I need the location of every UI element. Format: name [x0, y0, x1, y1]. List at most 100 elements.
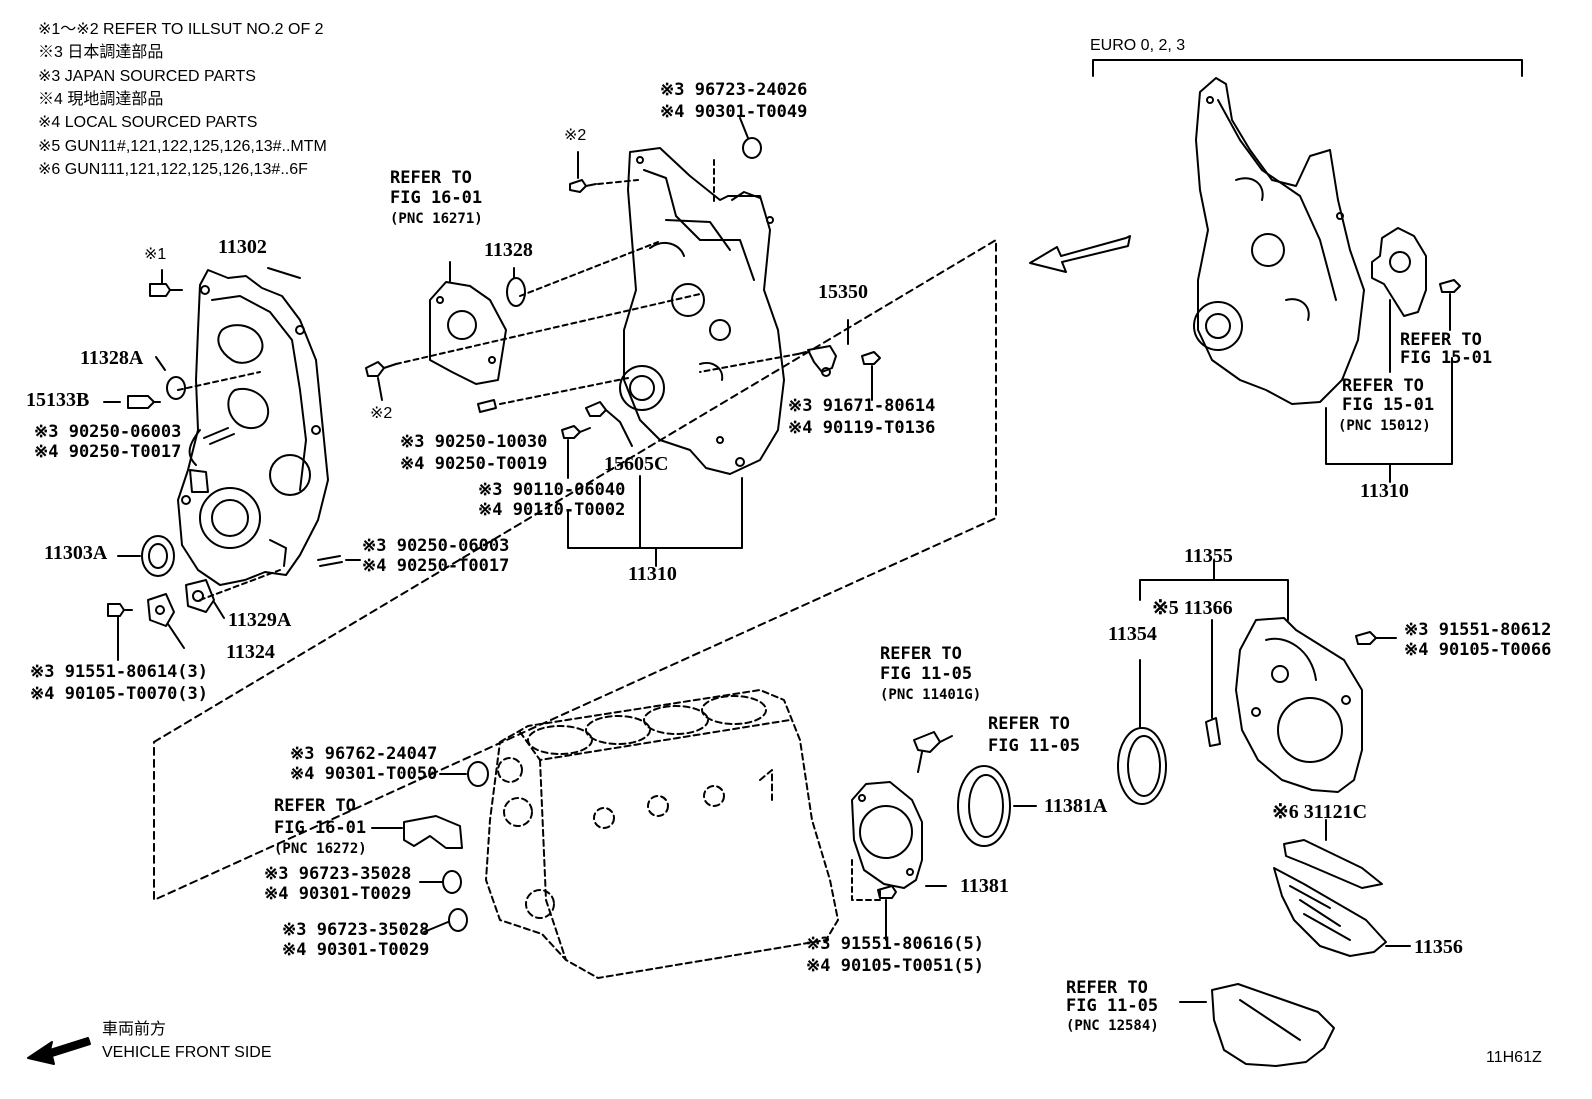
part-11354[interactable]: 11354	[1108, 623, 1157, 645]
note-line-1: ※1～※2 REFER TO ILLSUT NO.2 OF 2	[38, 21, 324, 38]
oring-96723-24026-drawing	[742, 137, 762, 159]
oil-pan-drawing	[1211, 983, 1335, 1067]
part-31121c[interactable]: ※6 31121C	[1272, 801, 1368, 823]
bolt-pump-drawing	[1439, 279, 1461, 331]
part-11329a[interactable]: 11329A	[228, 609, 292, 631]
bolt-91551-80614-drawing	[107, 603, 133, 661]
refer-15-01-a-line1: REFER TO	[1400, 330, 1482, 350]
part-11366[interactable]: ※5 11366	[1152, 597, 1233, 619]
part-96762-24047[interactable]: ※3 96762-24047	[290, 744, 438, 764]
refer-16-01-pnc: (PNC 16271)	[390, 211, 483, 227]
refer-16-01-line2[interactable]: FIG 16-01	[390, 188, 483, 208]
part-96723-35028-a[interactable]: ※3 96723-35028	[264, 864, 412, 884]
part-11310-mid[interactable]: 11310	[628, 563, 677, 585]
oring-11328-drawing	[506, 277, 526, 307]
refer-16-01-b-line1: REFER TO	[274, 796, 356, 816]
part-11302[interactable]: 11302	[218, 236, 267, 258]
part-96723-24026[interactable]: ※3 96723-24026	[660, 80, 808, 100]
baffle-11356-drawing	[1273, 867, 1387, 957]
oring-96723-35028-b-drawing	[448, 908, 468, 932]
part-91551-80612[interactable]: ※3 91551-80612	[1404, 620, 1552, 640]
part-90250-06003-r[interactable]: ※3 90250-06003	[362, 536, 510, 556]
gasket-11329a-drawing	[185, 579, 215, 613]
part-11324[interactable]: 11324	[226, 641, 275, 663]
note-line-2: ※3 日本調達部品	[38, 44, 164, 61]
refer-11-05-a-line2[interactable]: FIG 11-05	[880, 664, 973, 684]
part-15350[interactable]: 15350	[818, 281, 868, 303]
part-11355[interactable]: 11355	[1184, 545, 1233, 567]
part-91671-80614[interactable]: ※3 91671-80614	[788, 396, 936, 416]
part-11303a[interactable]: 11303A	[44, 542, 108, 564]
seal-11303a-drawing	[141, 535, 175, 577]
note-line-4: ※4 現地調達部品	[38, 91, 164, 108]
dowel-drawing	[477, 399, 497, 413]
part-90105-t0051[interactable]: ※4 90105-T0051(5)	[806, 956, 985, 976]
retainer-11381-drawing	[851, 781, 923, 889]
part-15605c[interactable]: 15605C	[604, 453, 669, 475]
bolt-1-drawing	[149, 269, 183, 297]
footer-jp: 車両前方	[102, 1021, 167, 1038]
plug-15133b-drawing	[127, 395, 161, 409]
bolt-91551-80612-drawing	[1355, 631, 1397, 645]
part-96723-35028-b[interactable]: ※3 96723-35028	[282, 920, 430, 940]
oring-96723-35028-a-drawing	[442, 870, 462, 894]
part-90250-06003-l[interactable]: ※3 90250-06003	[34, 422, 182, 442]
part-11328[interactable]: 11328	[484, 239, 533, 261]
direction-arrow-icon	[1029, 235, 1131, 273]
refer-15-01-b-line2[interactable]: FIG 15-01	[1342, 395, 1435, 415]
part-90250-10030[interactable]: ※3 90250-10030	[400, 432, 548, 452]
part-90110-t0002[interactable]: ※4 90110-T0002	[478, 500, 626, 520]
note-line-6: ※5 GUN11#,121,122,125,126,13#..MTM	[38, 138, 327, 155]
oring-96762-drawing	[467, 761, 489, 787]
part-90105-t0070[interactable]: ※4 90105-T0070(3)	[30, 684, 209, 704]
part-90250-t0017-l[interactable]: ※4 90250-T0017	[34, 442, 182, 462]
plate-31121c-drawing	[1283, 839, 1383, 889]
part-11310-right[interactable]: 11310	[1360, 480, 1409, 502]
plate-11324-drawing	[147, 593, 175, 627]
refer-15-01-b-pnc: (PNC 15012)	[1338, 418, 1431, 434]
part-90301-t0029-b[interactable]: ※4 90301-T0029	[282, 940, 430, 960]
stud-15605c-drawing	[585, 401, 633, 447]
figure-code: 11H61Z	[1486, 1049, 1542, 1066]
refer-11-05-b-line1: REFER TO	[988, 714, 1070, 734]
part-90105-t0066[interactable]: ※4 90105-T0066	[1404, 640, 1552, 660]
part-90110-06040[interactable]: ※3 90110-06040	[478, 480, 626, 500]
part-90119-t0136[interactable]: ※4 90119-T0136	[788, 418, 936, 438]
note-line-7: ※6 GUN111,121,122,125,126,13#..6F	[38, 161, 308, 178]
timing-cover-drawing	[177, 269, 329, 586]
part-11381[interactable]: 11381	[960, 875, 1009, 897]
part-90301-t0050[interactable]: ※4 90301-T0050	[290, 764, 438, 784]
part-11381a[interactable]: 11381A	[1044, 795, 1108, 817]
part-91551-80614[interactable]: ※3 91551-80614(3)	[30, 662, 209, 682]
part-11328a[interactable]: 11328A	[80, 347, 144, 369]
vehicle-front-arrow-icon	[27, 1037, 91, 1065]
seal-11381a-drawing	[957, 765, 1011, 847]
euro-label: EURO 0, 2, 3	[1090, 37, 1186, 54]
part-90301-t0029-a[interactable]: ※4 90301-T0029	[264, 884, 412, 904]
part-90250-t0019[interactable]: ※4 90250-T0019	[400, 454, 548, 474]
refer-15-01-a-line2[interactable]: FIG 15-01	[1400, 348, 1493, 368]
refer-16-01-line1: REFER TO	[390, 168, 472, 188]
part-91551-80616[interactable]: ※3 91551-80616(5)	[806, 934, 985, 954]
refer-11-05-c-line2[interactable]: FIG 11-05	[1066, 996, 1159, 1016]
part-15133b[interactable]: 15133B	[26, 389, 90, 411]
callout-note-1: ※1	[144, 246, 167, 263]
refer-16-01-b-line2[interactable]: FIG 16-01	[274, 818, 367, 838]
part-90301-t0049[interactable]: ※4 90301-T0049	[660, 102, 808, 122]
bolt-91671-drawing	[861, 351, 881, 401]
refer-11-05-b-line2[interactable]: FIG 11-05	[988, 736, 1081, 756]
part-11356[interactable]: 11356	[1414, 936, 1463, 958]
refer-11-05-a-line1: REFER TO	[880, 644, 962, 664]
callout-note-2b: ※2	[564, 127, 587, 144]
washer-11328a-drawing	[166, 376, 186, 400]
footer-en: VEHICLE FRONT SIDE	[102, 1044, 272, 1061]
gasket-16272-drawing	[403, 815, 463, 849]
callout-note-2a: ※2	[370, 405, 393, 422]
note-line-3: ※3 JAPAN SOURCED PARTS	[38, 68, 256, 85]
part-90250-t0017-r[interactable]: ※4 90250-T0017	[362, 556, 510, 576]
pump-gasket-drawing	[429, 281, 507, 385]
water-pump-drawing	[1371, 227, 1427, 373]
note-line-5: ※4 LOCAL SOURCED PARTS	[38, 114, 258, 131]
